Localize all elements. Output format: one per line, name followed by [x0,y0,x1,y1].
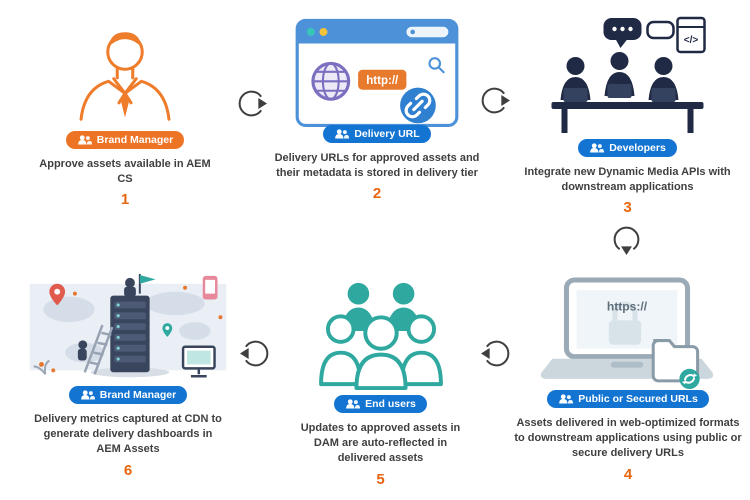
arrow-right-icon [479,85,510,116]
step-number: 3 [623,199,632,217]
badge-label: Developers [609,141,666,154]
browser-delivery-url-icon: http:// [295,18,459,127]
badge-end-users: End users [334,395,427,413]
badge-label: Brand Manager [99,388,177,401]
lock-icon [612,301,638,321]
laptop-secure-delivery-icon: https:// [540,277,714,389]
sync-icon [679,368,700,389]
end-users-group-icon [318,282,443,390]
arrow-down-icon [611,224,642,255]
step-6-cdn-metrics: Brand Manager Delivery metrics captured … [18,272,238,479]
users-icon [335,129,350,139]
step-caption: Assets delivered in web-optimized format… [514,417,742,460]
flag-icon [139,274,156,284]
step-number: 6 [123,461,133,479]
badge-delivery-url: Delivery URL [323,125,431,143]
badge-label: Brand Manager [96,133,174,146]
step-caption: Approve assets available in AEM CS [39,158,211,186]
step-number: 4 [623,465,633,483]
code-icon: </> [684,35,699,46]
arrow-left-icon [240,338,271,369]
step-caption: Integrate new Dynamic Media APIs with do… [524,166,731,194]
arrow-right-icon [236,88,267,119]
developers-collaboration-icon: </> [551,16,706,133]
step-caption: Delivery metrics captured at CDN to gene… [34,413,222,456]
users-icon [80,390,95,400]
step-1-brand-manager: Brand Manager Approve assets available i… [25,22,225,208]
badge-label: End users [365,397,416,410]
arrow-left-icon [481,338,512,369]
users-icon [77,135,92,145]
map-pin-icon [48,283,65,306]
badge-brand-manager: Brand Manager [68,386,188,404]
badge-brand-manager: Brand Manager [65,131,185,149]
badge-label: Public or Secured URLs [578,392,698,405]
step-number: 1 [120,191,130,209]
link-icon [404,92,432,119]
map-pin-icon [161,323,172,337]
brand-manager-portrait-icon [79,32,171,121]
badge-developers: Developers [578,139,677,157]
step-caption: Updates to approved assets in DAM are au… [300,422,461,465]
step-number: 5 [376,470,385,488]
step-3-developers: </> Develope [515,16,740,216]
users-icon [346,399,361,409]
step-4-public-secured-urls: https:// Public or Secured URLs Assets d… [513,276,743,483]
cdn-metrics-servers-icon [29,273,226,378]
https-url-text: https:// [607,299,648,313]
users-icon [590,143,605,153]
users-icon [559,394,574,404]
step-5-end-users: End users Updates to approved assets in … [283,278,478,488]
badge-public-secured-urls: Public or Secured URLs [547,390,709,408]
step-number: 2 [372,185,382,203]
http-url-text: http:// [366,75,399,87]
badge-label: Delivery URL [354,127,420,140]
step-caption: Delivery URLs for approved assets and th… [274,152,480,180]
step-2-delivery-url: http:// Delivery URL Delivery URLs for a… [272,16,482,202]
